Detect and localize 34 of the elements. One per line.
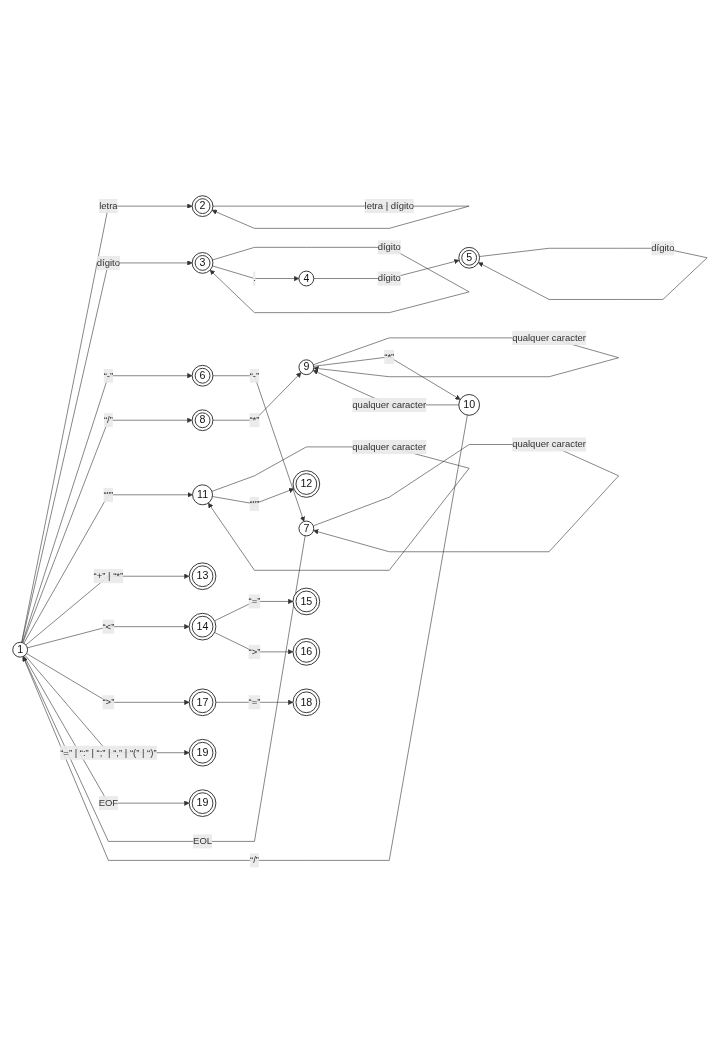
edge-label: qualquer caracter (512, 332, 587, 344)
edge-label: “"” (103, 489, 114, 500)
edge-label: “/” (103, 415, 113, 426)
edge-label: letra | dígito (364, 201, 414, 212)
edge-label: letra (99, 201, 118, 212)
node-circle: 4 (298, 271, 315, 287)
edge-label: EOF (98, 798, 119, 809)
edge-label: “"” (249, 498, 260, 509)
edge-label: “*” (384, 351, 395, 362)
edge-label: “=” (248, 697, 261, 708)
node-circle: 1 (12, 642, 29, 658)
edge-label: “>” (102, 697, 115, 708)
edge-label: “*” (249, 415, 260, 426)
edge-label: “>” (248, 646, 261, 657)
edge-label: qualquer caracter (512, 439, 587, 450)
node-circle: 7 (298, 521, 315, 537)
edge-label: EOL (193, 836, 213, 847)
edge-label: qualquer caracter (352, 399, 427, 411)
edge-label: “-” (103, 370, 114, 381)
edge-label: dígito (377, 242, 401, 253)
edge-label: “+” | “*” (93, 571, 124, 582)
edge-label: “=” (248, 596, 261, 607)
node-circle: 9 (298, 359, 315, 376)
edge-label: “=” | “:” | “;” | “,” | “(” | “)” (60, 747, 157, 758)
edge-label: . (253, 273, 256, 284)
edge-label: “<” (102, 621, 115, 632)
edge-label: dígito (96, 257, 120, 269)
edge-label: qualquer caracter (352, 441, 427, 453)
node-circle: 11 (192, 484, 213, 506)
edge-label: dígito (377, 273, 401, 284)
node-circle: 10 (458, 394, 480, 417)
edge-label: dígito (651, 243, 675, 254)
edge-label: “/” (249, 855, 259, 866)
edge-label: “-” (249, 370, 260, 381)
